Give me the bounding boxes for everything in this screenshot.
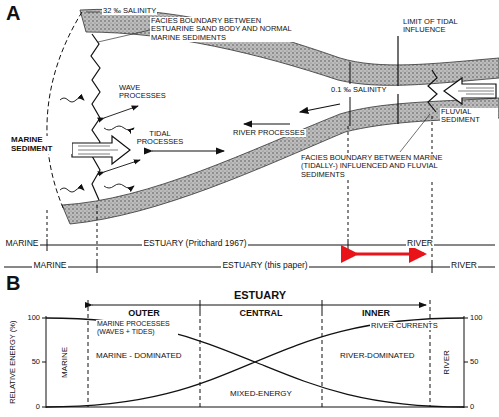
upper-shore	[80, 9, 499, 85]
sediment-label: FLUVIAL SEDIMENT	[440, 108, 498, 125]
zone-label: ESTUARY (this paper)	[221, 261, 308, 270]
tick-label: 50	[32, 358, 40, 366]
salinity-label: 32 ‰ SALINITY	[102, 7, 157, 15]
tidal-limit-label: LIMIT OF TIDAL INFLUENCE	[402, 18, 474, 35]
zone-label: RIVER	[406, 239, 434, 248]
zone-rows	[4, 116, 495, 273]
zone-label: MARINE	[32, 261, 67, 270]
region-label: MARINE - DOMINATED	[96, 352, 182, 361]
sediment-arrow	[444, 78, 496, 104]
zone-label: RIVER	[443, 350, 452, 374]
leader	[400, 114, 430, 152]
tick-label: 100	[27, 314, 40, 322]
marine-limit	[47, 12, 82, 210]
tick-label: 0	[36, 403, 40, 411]
curve-label: MARINE PROCESSES (WAVES + TIDES)	[96, 320, 178, 335]
wave-arrows	[60, 98, 140, 192]
tick-label: 50	[470, 358, 478, 366]
zone-label: INNER	[361, 309, 391, 319]
tidal-limit-line	[397, 36, 398, 124]
zone-label: MARINE	[62, 346, 71, 377]
sediment-label: MARINE SEDIMENT	[10, 136, 72, 154]
tick-label: 100	[470, 314, 483, 322]
region-label: MIXED-ENERGY	[230, 390, 292, 399]
region-label: RIVER-DOMINATED	[340, 352, 415, 361]
leader	[98, 30, 150, 42]
zone-heading: ESTUARY	[233, 289, 287, 301]
zone-label: RIVER	[450, 261, 478, 270]
facies-label: FACIES BOUNDARY BETWEEN ESTUARINE SAND B…	[150, 17, 302, 42]
zone-label: CENTRAL	[239, 309, 284, 319]
process-label: RIVER PROCESSES	[232, 129, 306, 137]
sediment-arrow	[72, 136, 130, 164]
lower-shore	[62, 98, 499, 224]
facies-boundary	[91, 34, 100, 200]
axis-label: RELATIVE ENERGY (%)	[10, 320, 18, 403]
river-arrow	[244, 123, 290, 124]
leader	[86, 12, 100, 13]
process-label: WAVE PROCESSES	[118, 84, 166, 101]
salinity-label: 0.1 ‰ SALINITY	[330, 86, 402, 94]
energy-chart	[42, 300, 468, 408]
zone-label: MARINE	[4, 239, 39, 248]
red-arrow	[356, 253, 424, 256]
salinity-line	[350, 97, 351, 126]
facies-boundary-river	[428, 70, 437, 112]
zone-label: OUTER	[127, 309, 161, 319]
curve-label: RIVER CURRENTS	[370, 322, 442, 330]
panel-letter: A	[6, 2, 20, 24]
facies-label: FACIES BOUNDARY BETWEEN MARINE (TIDALLY-…	[300, 154, 450, 179]
tidal-arrow	[152, 150, 224, 151]
panel-letter: B	[6, 272, 20, 294]
zone-label: ESTUARY (Pritchard 1967)	[142, 239, 247, 248]
salinity-line	[350, 62, 351, 84]
tick-label: 0	[470, 403, 474, 411]
process-label: TIDAL PROCESSES	[131, 130, 189, 147]
river-arrow	[300, 104, 340, 112]
